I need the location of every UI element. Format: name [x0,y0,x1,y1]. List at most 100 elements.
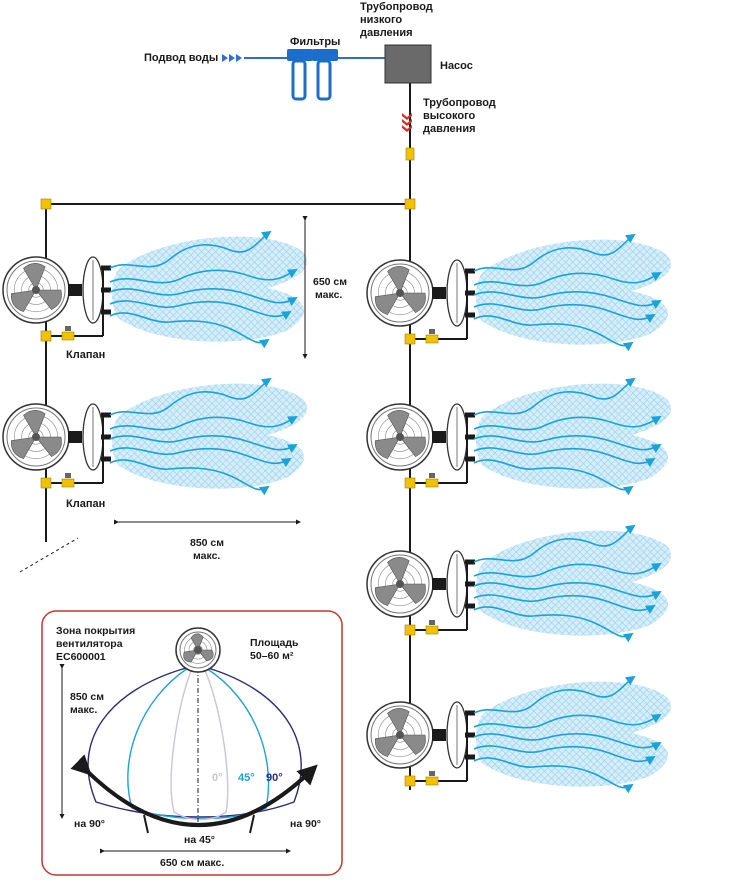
airflow-arrow [109,300,292,321]
airflow-arrow [109,269,298,284]
swing-left-label: на 90° [74,818,105,830]
valve-handle [429,329,435,334]
swing-center-label: на 45° [184,834,215,846]
airflow-arrow [473,315,634,352]
valve-body [425,776,439,786]
pump-box [384,44,432,84]
coverage-0-outline [170,667,229,821]
mist-nozzle [465,456,475,462]
area-label: Площадь [250,637,299,649]
swing-tick-left [143,814,149,834]
height-dim-unit: макс. [315,289,342,301]
tee-fitting-right [404,198,416,210]
swing-arc [70,754,318,827]
height-dimension: 650 см макс. [302,216,347,359]
fan-front-view [2,256,70,324]
coverage-width-label: 650 см макс. [160,857,224,869]
high-pressure-label-3: давления [423,123,476,135]
mist-nozzle [465,412,475,418]
valve-handle [65,326,71,331]
fan-front-view [366,701,434,769]
tee-fitting [40,330,52,342]
mist-nozzle [465,732,475,738]
pressure-arrows [402,113,412,132]
valve-body [425,625,439,635]
pipe-fitting [405,147,415,161]
fan-front-view [366,550,434,618]
airflow-arrow [473,733,662,751]
airflow-arrow [109,435,298,453]
valve-handle [429,771,435,776]
swing-tick-right [249,814,255,834]
width-dim-value: 850 см [190,537,224,549]
fan-unit [366,233,672,352]
height-dim-value: 650 см [313,276,347,288]
airflow-arrow [473,435,662,453]
width-dimension: 850 см макс. [114,519,301,562]
tee-fitting [40,477,52,489]
airflow-arrow [473,416,662,431]
fan-motor [432,578,446,590]
mist-nozzle [465,434,475,440]
supply-section: Подвод воды Фильтры Трубопровод низкого … [144,1,496,205]
mist-nozzle [465,312,475,318]
angle-90-label: 90° [266,772,283,784]
airflow-arrow [473,594,656,615]
valve-handle [429,473,435,478]
valve-handle [429,620,435,625]
coverage-title-1: Зона покрытия [56,625,135,637]
airflow-arrow [473,757,634,794]
mist-nozzle [465,754,475,760]
airflow-arrow [109,312,270,349]
airflow-arrow [473,582,662,600]
fan-unit [2,377,308,496]
angle-0-label: 0° [212,772,223,784]
width-dim-unit: макс. [193,550,220,562]
inset-fan-icon [175,627,221,673]
fan-unit [366,675,672,794]
coverage-inset: Зона покрытия вентилятора ЕС600001 Площа… [41,610,343,876]
valve-body [61,331,75,341]
pipe-continuation [19,537,79,573]
mist-nozzle [465,710,475,716]
valve-body [425,478,439,488]
tee-fitting [404,477,416,489]
mist-nozzle [465,559,475,565]
water-inflow-arrows [222,54,242,62]
fan-motor [432,729,446,741]
airflow-arrow [109,288,298,306]
depth-dim-unit: макс. [70,704,97,716]
filters-label: Фильтры [290,36,340,48]
filter-housing-1 [287,49,313,101]
mist-nozzle [101,287,111,293]
airflow-arrow [473,745,656,766]
airflow-arrow [109,459,270,496]
airflow-arrow [473,606,634,643]
airflow-arrow [109,230,272,269]
low-pressure-label-3: давления [360,27,413,39]
airflow-arrow [473,675,636,714]
swing-right-label: на 90° [290,818,321,830]
area-value: 50–60 м² [250,650,294,662]
valve-handle [65,473,71,478]
valve-body [425,334,439,344]
airflow-arrow [109,377,272,416]
mist-nozzle [101,265,111,271]
mist-nozzle [465,603,475,609]
tee-fitting [404,775,416,787]
mist-nozzle [101,309,111,315]
coverage-90-outline [87,667,302,818]
fan-motor [432,287,446,299]
fan-front-view [366,403,434,471]
fan-unit [366,377,672,496]
high-pressure-label-2: высокого [423,110,476,122]
fan-unit [2,230,308,349]
fan-motor [68,284,82,296]
coverage-frame [41,610,343,876]
airflow-arrow [473,563,662,578]
mist-nozzle [465,290,475,296]
pump-label: Насос [440,60,473,72]
valve-body [61,478,75,488]
